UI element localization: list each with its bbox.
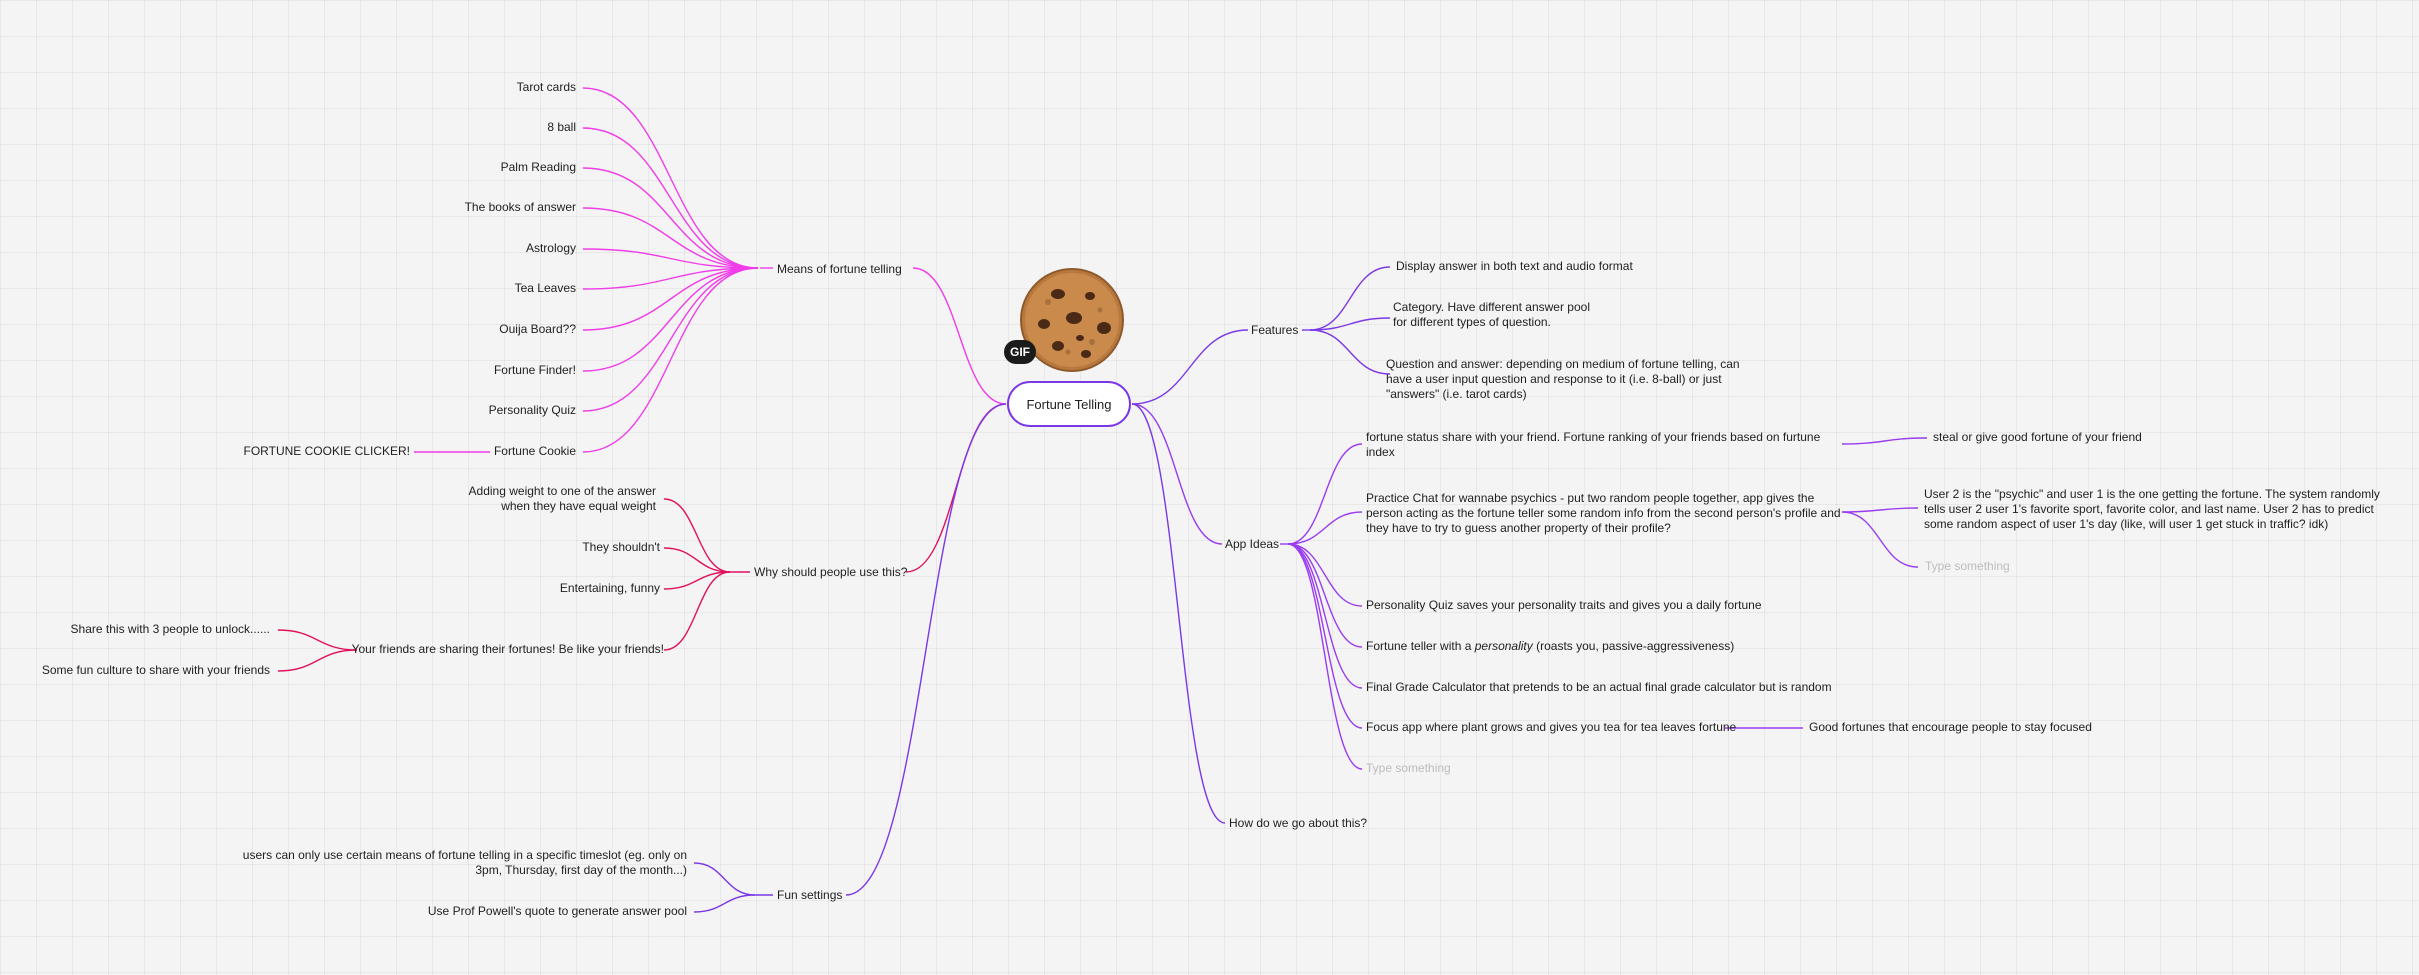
- edge-means-item-3: [582, 207, 759, 269]
- edge-app-idea-0: [1287, 443, 1363, 545]
- edge-friends-item-1: [277, 649, 358, 672]
- practice-chat-detail-node[interactable]: User 2 is the "psychic" and user 1 is th…: [1924, 487, 2380, 531]
- means-item-astrology[interactable]: Astrology: [525, 241, 576, 255]
- gif-badge: GIF: [1004, 340, 1036, 364]
- edge-means-item-9: [582, 267, 759, 453]
- edge-app-idea-4: [1287, 543, 1363, 689]
- why-item-friends-sharing[interactable]: Your friends are sharing their fortunes!…: [351, 642, 664, 656]
- edge-why-item-0: [663, 498, 731, 573]
- why-item-entertaining[interactable]: Entertaining, funny: [559, 581, 660, 595]
- practice-chat-placeholder-node[interactable]: Type something: [1925, 559, 2010, 573]
- edge-means-item-1: [582, 127, 759, 269]
- why-item-they-shouldnt[interactable]: They shouldn't: [582, 540, 660, 554]
- app-idea-personality-quiz[interactable]: Personality Quiz saves your personality …: [1366, 598, 1762, 612]
- features-item-category[interactable]: Category. Have different answer pool for…: [1393, 300, 1590, 329]
- app-idea-focus-app[interactable]: Focus app where plant grows and gives yo…: [1366, 720, 1737, 734]
- edge-root-to-how: [1131, 403, 1226, 824]
- edge-means-item-0: [582, 87, 759, 269]
- app-idea-fortune-teller-personality[interactable]: Fortune teller with a personality (roast…: [1366, 639, 1734, 654]
- app-idea-practice-chat[interactable]: Practice Chat for wannabe psychics - put…: [1366, 491, 1841, 535]
- edge-root-to-features: [1131, 329, 1249, 405]
- app-idea-final-grade[interactable]: Final Grade Calculator that pretends to …: [1366, 680, 1832, 694]
- edge-means-item-6: [582, 267, 759, 331]
- edge-features-item-0: [1309, 266, 1391, 331]
- edge-features-item-1: [1309, 317, 1391, 331]
- root-node[interactable]: Fortune Telling: [1007, 381, 1131, 427]
- edge-why-item-3: [663, 571, 731, 651]
- friends-item-fun-culture[interactable]: Some fun culture to share with your frie…: [41, 663, 270, 677]
- edge-root-to-app-ideas: [1131, 403, 1223, 545]
- edge-fun-item-1: [693, 894, 756, 913]
- means-item-books-of-answer[interactable]: The books of answer: [464, 200, 576, 214]
- status-share-child-node[interactable]: steal or give good fortune of your frien…: [1933, 430, 2142, 444]
- means-item-fortune-cookie[interactable]: Fortune Cookie: [493, 444, 576, 458]
- edge-why-item-2: [663, 571, 731, 590]
- means-item-ouija-board[interactable]: Ouija Board??: [499, 322, 576, 336]
- cookie-icon[interactable]: [1018, 266, 1126, 374]
- edge-friends-item-0: [277, 629, 358, 651]
- edge-features-item-2: [1309, 329, 1391, 375]
- means-item-tarot[interactable]: Tarot cards: [516, 80, 576, 94]
- fun-settings-branch-node[interactable]: Fun settings: [777, 888, 843, 902]
- how-branch-node[interactable]: How do we go about this?: [1229, 816, 1368, 830]
- app-idea-status-share[interactable]: fortune status share with your friend. F…: [1366, 430, 1821, 459]
- app-ideas-placeholder-node[interactable]: Type something: [1366, 761, 1451, 775]
- root-label: Fortune Telling: [1026, 396, 1112, 412]
- focus-app-child-node[interactable]: Good fortunes that encourage people to s…: [1809, 720, 2092, 734]
- edge-fun-item-0: [693, 862, 756, 896]
- edge-means-item-5: [582, 267, 759, 290]
- edge-root-to-fun-settings: [845, 403, 1007, 896]
- features-item-text-audio[interactable]: Display answer in both text and audio fo…: [1396, 259, 1633, 273]
- edge-means-item-2: [582, 167, 759, 269]
- features-branch-node[interactable]: Features: [1251, 323, 1299, 337]
- teller-prefix-text: Fortune teller with a: [1366, 639, 1472, 653]
- edge-app-idea-1: [1287, 511, 1363, 545]
- app-ideas-branch-node[interactable]: App Ideas: [1225, 537, 1280, 551]
- means-item-tea-leaves[interactable]: Tea Leaves: [514, 281, 576, 295]
- edge-means-item-8: [582, 267, 759, 412]
- edge-app-idea-5: [1287, 543, 1363, 729]
- means-item-fortune-finder[interactable]: Fortune Finder!: [493, 363, 576, 377]
- edge-practice-chat-placeholder: [1841, 511, 1919, 568]
- edge-app-idea-2: [1287, 543, 1363, 607]
- fun-settings-item-prof-powell[interactable]: Use Prof Powell's quote to generate answ…: [427, 904, 687, 918]
- edge-root-to-means: [912, 267, 1007, 405]
- edge-app-idea-3: [1287, 543, 1363, 648]
- why-item-adding-weight[interactable]: Adding weight to one of the answer when …: [468, 484, 656, 513]
- teller-suffix-text: (roasts you, passive-aggressiveness): [1536, 639, 1735, 653]
- means-branch-node[interactable]: Means of fortune telling: [777, 262, 902, 276]
- features-item-question-answer[interactable]: Question and answer: depending on medium…: [1386, 357, 1740, 401]
- fun-settings-item-timeslot[interactable]: users can only use certain means of fort…: [242, 848, 687, 877]
- means-item-8-ball[interactable]: 8 ball: [547, 120, 576, 134]
- edge-means-item-7: [582, 267, 759, 372]
- teller-personality-text: personality: [1474, 639, 1533, 653]
- edge-status-share-child: [1841, 437, 1928, 445]
- fortune-cookie-clicker-node[interactable]: FORTUNE COOKIE CLICKER!: [243, 444, 410, 458]
- means-item-personality-quiz[interactable]: Personality Quiz: [488, 403, 576, 417]
- edge-practice-chat-detail: [1841, 507, 1919, 513]
- friends-item-share-unlock[interactable]: Share this with 3 people to unlock......: [70, 622, 270, 636]
- why-branch-node[interactable]: Why should people use this?: [754, 565, 908, 579]
- edge-means-item-4: [582, 248, 759, 269]
- edge-why-item-1: [663, 547, 731, 573]
- edge-app-idea-6: [1287, 543, 1363, 770]
- means-item-palm-reading[interactable]: Palm Reading: [500, 160, 576, 174]
